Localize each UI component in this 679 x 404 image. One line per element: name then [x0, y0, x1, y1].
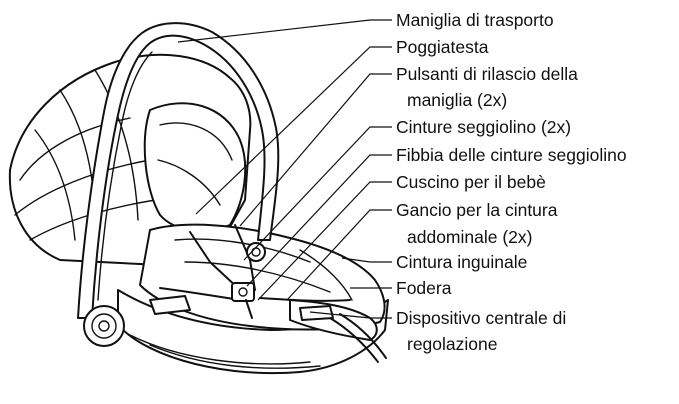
label-central-adjuster-line2: regolazione [407, 334, 497, 354]
leader-seat-belts [243, 126, 392, 261]
leader-lap-belt-hook [286, 209, 392, 301]
car-seat-illustration [8, 22, 389, 375]
callout-labels: Maniglia di trasporto Poggiatesta Pulsan… [396, 10, 627, 354]
leader-handle-release-buttons [239, 73, 392, 227]
label-headrest: Poggiatesta [396, 37, 489, 57]
leader-lines [177, 19, 392, 319]
label-handle-release-buttons-line1: Pulsanti di rilascio della [396, 64, 578, 84]
leader-crotch-belt [341, 257, 392, 263]
label-lap-belt-hook-line2: addominale (2x) [407, 227, 532, 247]
label-seat-belts: Cinture seggiolino (2x) [396, 117, 571, 137]
leader-central-adjuster [309, 311, 392, 319]
label-cover: Fodera [396, 278, 452, 298]
label-carry-handle: Maniglia di trasporto [396, 10, 554, 30]
label-lap-belt-hook-line1: Gancio per la cintura [396, 200, 558, 220]
label-central-adjuster-line1: Dispositivo centrale di [396, 308, 566, 328]
label-seat-belt-buckle: Fibbia delle cinture seggiolino [396, 145, 627, 165]
leader-seat-belt-buckle [246, 154, 392, 287]
leader-baby-cushion [257, 181, 392, 301]
label-handle-release-buttons-line2: maniglia (2x) [407, 90, 507, 110]
label-baby-cushion: Cuscino per il bebè [396, 172, 546, 192]
leader-carry-handle [177, 19, 392, 43]
label-crotch-belt: Cintura inguinale [396, 252, 527, 272]
leader-headrest [195, 46, 392, 215]
